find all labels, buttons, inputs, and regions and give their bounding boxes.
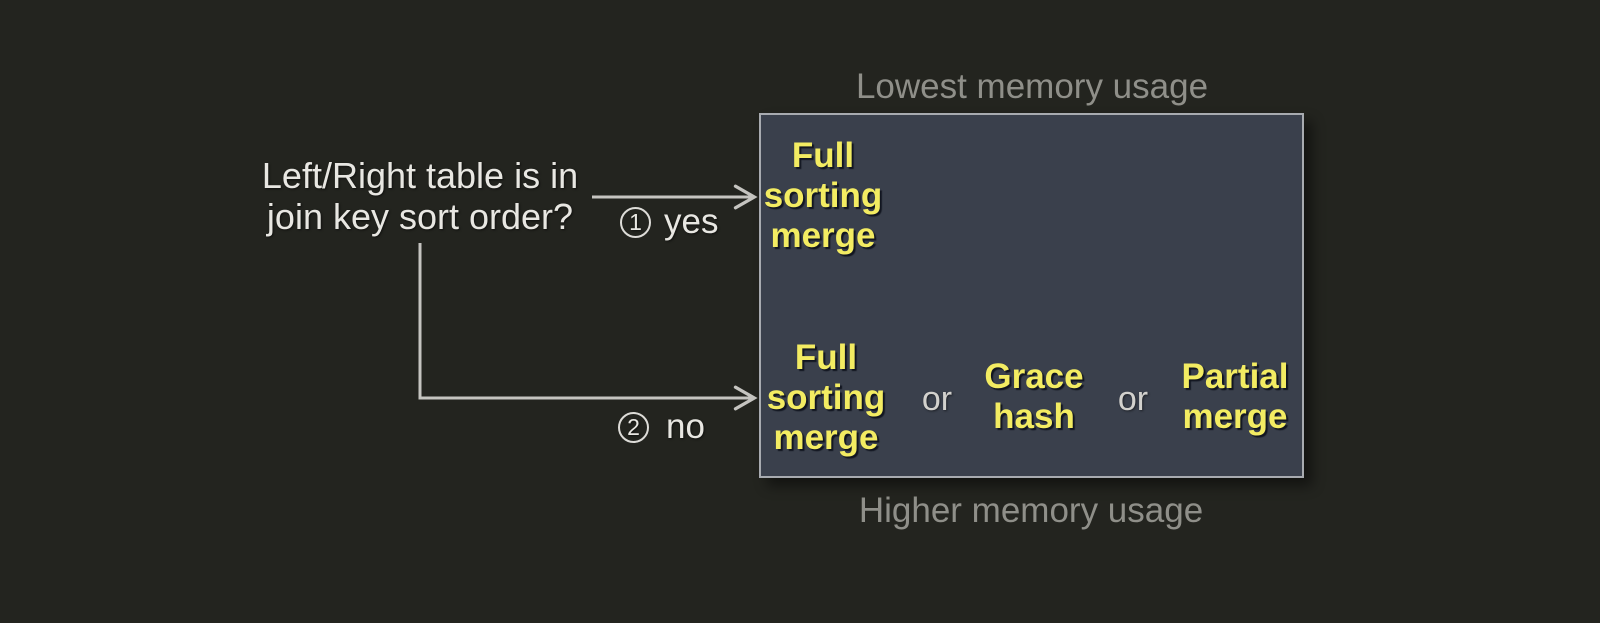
algorithm-name-line: merge: [773, 418, 879, 457]
or-separator-1: or: [921, 380, 953, 418]
algorithm-full-sorting-merge-sorted: Full sorting merge: [763, 136, 883, 256]
question-line-1: Left/Right table is in: [261, 155, 579, 196]
circled-number-2-icon: 2: [618, 411, 649, 443]
question-line-2: join key sort order?: [266, 196, 574, 237]
branch-word-no: no: [666, 407, 705, 446]
algorithm-name-line: merge: [770, 216, 876, 255]
or-separator-2: or: [1117, 380, 1149, 418]
algorithm-box: Full sorting merge Full sorting merge or…: [759, 113, 1304, 478]
algorithm-grace-hash: Grace hash: [964, 357, 1104, 437]
algorithm-name-line: Full: [791, 136, 855, 175]
algorithm-name-line: sorting: [763, 176, 883, 215]
algorithm-partial-merge: Partial merge: [1160, 357, 1310, 437]
question-text: Left/Right table is in join key sort ord…: [220, 155, 620, 237]
algorithm-name-line: Partial: [1181, 357, 1289, 396]
algorithm-name-line: merge: [1182, 397, 1288, 436]
caption-lowest-memory: Lowest memory usage: [855, 67, 1209, 106]
branch-label-no: 2 no: [618, 407, 705, 447]
branch-word-yes: yes: [664, 202, 719, 241]
algorithm-full-sorting-merge-unsorted: Full sorting merge: [766, 338, 886, 458]
circled-number-1-icon: 1: [620, 206, 651, 238]
algorithm-name-line: Full: [794, 338, 858, 377]
algorithm-name-line: Grace: [984, 357, 1084, 396]
branch-label-yes: 1 yes: [620, 202, 718, 242]
algorithm-name-line: hash: [993, 397, 1075, 436]
no-arrow: [418, 243, 758, 411]
algorithm-name-line: sorting: [766, 378, 886, 417]
caption-higher-memory: Higher memory usage: [858, 491, 1204, 530]
